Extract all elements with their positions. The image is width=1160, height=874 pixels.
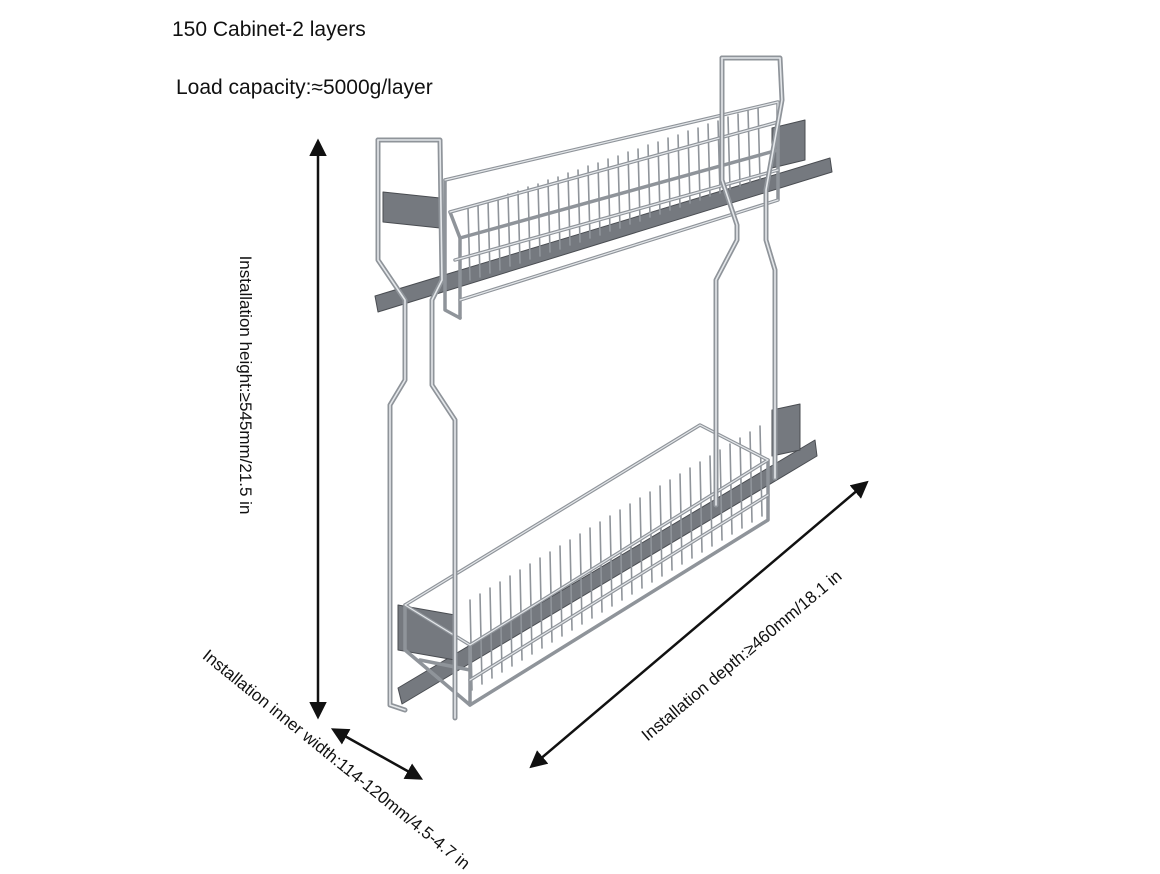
installation-height-label: Installation height:≥545mm/21.5 in — [236, 255, 255, 515]
side-frames — [375, 55, 785, 721]
pull-out-basket-rack — [374, 55, 833, 721]
drawer-slide-rails — [374, 119, 833, 705]
lower-basket — [403, 423, 770, 707]
depth-dimension-arrow — [529, 480, 869, 769]
upper-basket — [443, 100, 780, 320]
product-title: 150 Cabinet-2 layers — [172, 18, 366, 41]
width-dimension-arrow — [330, 728, 424, 780]
load-capacity-text: Load capacity:≈5000g/layer — [176, 76, 433, 99]
